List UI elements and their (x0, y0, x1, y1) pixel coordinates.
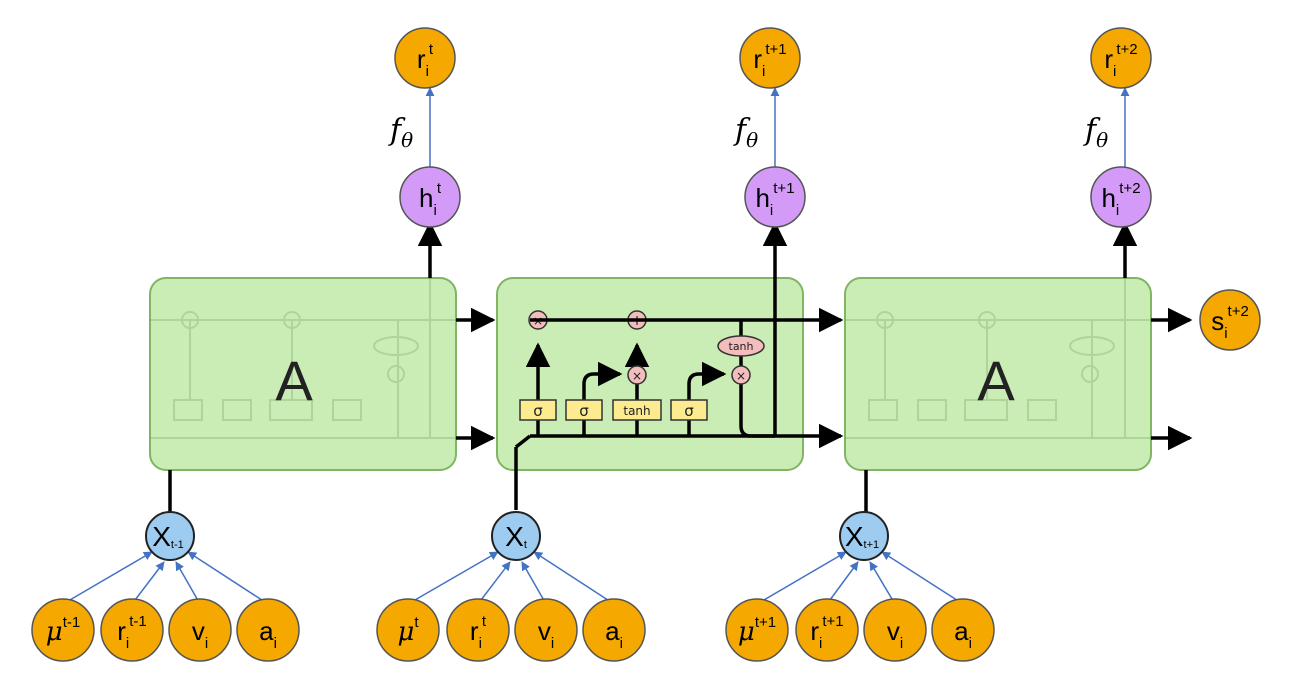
hidden-node-3: hit+2 (1090, 166, 1152, 228)
svg-text:vi: vi (538, 616, 554, 652)
svg-text:tanh: tanh (729, 340, 754, 353)
output-multiply-op (731, 365, 751, 385)
feature-node-mu-2: μt (376, 598, 440, 662)
feature-node-r-2: rit (446, 598, 510, 662)
feature-node-mu-1: μt-1 (31, 598, 95, 662)
svg-text:Xt: Xt (505, 521, 527, 552)
feature-nodes: μt-1 rit-1 vi ai μt rit vi ai (31, 598, 995, 662)
tanh-op (717, 335, 765, 357)
svg-text:vi: vi (887, 616, 903, 652)
input-node-3: Xt+1 (839, 511, 889, 561)
output-node-1: rit (394, 27, 456, 89)
candidate-gate (612, 399, 662, 421)
cell-2-gates: σ σ tanh σ (519, 399, 708, 421)
svg-text:rit+1: rit+1 (753, 41, 786, 80)
svg-text:hit: hit (419, 180, 442, 219)
lstm-cell-1: A (149, 277, 457, 471)
svg-text:Xt-1: Xt-1 (152, 521, 184, 552)
feature-links (62, 551, 964, 605)
feature-node-v-2: vi (514, 598, 578, 662)
svg-text:hit+1: hit+1 (755, 180, 794, 219)
feature-node-v-3: vi (863, 598, 927, 662)
input-gate-label: σ (579, 402, 589, 420)
svg-text:ai: ai (954, 616, 972, 652)
input-node-2: Xt (491, 511, 541, 561)
svg-text:rit+2: rit+2 (1104, 41, 1137, 80)
feature-node-a-3: ai (931, 598, 995, 662)
svg-text:Xt+1: Xt+1 (845, 521, 879, 552)
output-node-3: rit+2 (1090, 27, 1152, 89)
feature-node-a-2: ai (582, 598, 646, 662)
hidden-node-1: hit (399, 166, 461, 228)
feature-node-r-1: rit-1 (100, 598, 164, 662)
svg-text:vi: vi (192, 616, 208, 652)
svg-text:hit+2: hit+2 (1101, 180, 1140, 219)
output-gate-label: σ (684, 402, 694, 420)
svg-text:×: × (632, 369, 642, 383)
svg-text:ai: ai (259, 616, 277, 652)
f-theta-label-1: fθ (388, 113, 413, 152)
svg-text:sit+2: sit+2 (1211, 303, 1249, 342)
svg-text:rit-1: rit-1 (117, 613, 147, 652)
cell-3-faded-internals (845, 278, 1151, 439)
svg-text:ai: ai (605, 616, 623, 652)
lstm-cell-2: σ σ tanh σ × + × × tanh (496, 277, 804, 510)
feature-node-a-1: ai (236, 598, 300, 662)
feature-node-r-3: rit+1 (795, 598, 859, 662)
output-node-2: rit+1 (739, 27, 801, 89)
svg-text:μt-1: μt-1 (46, 614, 80, 647)
svg-text:rit: rit (417, 41, 434, 80)
feature-node-mu-3: μt+1 (725, 598, 789, 662)
svg-text:μt: μt (397, 614, 419, 647)
recurrent-connections (168, 221, 1193, 512)
forget-gate-label: σ (533, 402, 543, 420)
cell-2-internal-lines (514, 278, 777, 510)
candidate-gate-label: tanh (623, 404, 650, 418)
output-nodes: rit rit+1 rit+2 (394, 27, 1152, 89)
lstm-cell-3: A (844, 277, 1152, 471)
hidden-nodes: hit hit+1 hit+2 (399, 166, 1152, 228)
svg-text:×: × (736, 369, 746, 383)
output-maps (425, 87, 1130, 172)
svg-text:rit+1: rit+1 (810, 613, 843, 652)
forget-gate (519, 399, 557, 421)
cell-3-label: A (977, 349, 1015, 412)
f-theta-labels: fθ fθ fθ (388, 113, 1108, 152)
svg-text:rit: rit (470, 613, 487, 652)
f-theta-label-3: fθ (1083, 113, 1108, 152)
cell-1-faded-internals (150, 278, 456, 439)
state-output-node: sit+2 (1199, 289, 1261, 351)
input-gate (565, 399, 603, 421)
output-gate (670, 399, 708, 421)
input-nodes: Xt-1 Xt Xt+1 (145, 511, 889, 561)
svg-text:μt+1: μt+1 (738, 614, 776, 647)
cell-1-label: A (275, 349, 313, 412)
input-node-1: Xt-1 (145, 511, 195, 561)
hidden-node-2: hit+1 (744, 166, 806, 228)
feature-node-v-1: vi (168, 598, 232, 662)
f-theta-label-2: fθ (733, 113, 758, 152)
input-multiply-op (627, 365, 647, 385)
